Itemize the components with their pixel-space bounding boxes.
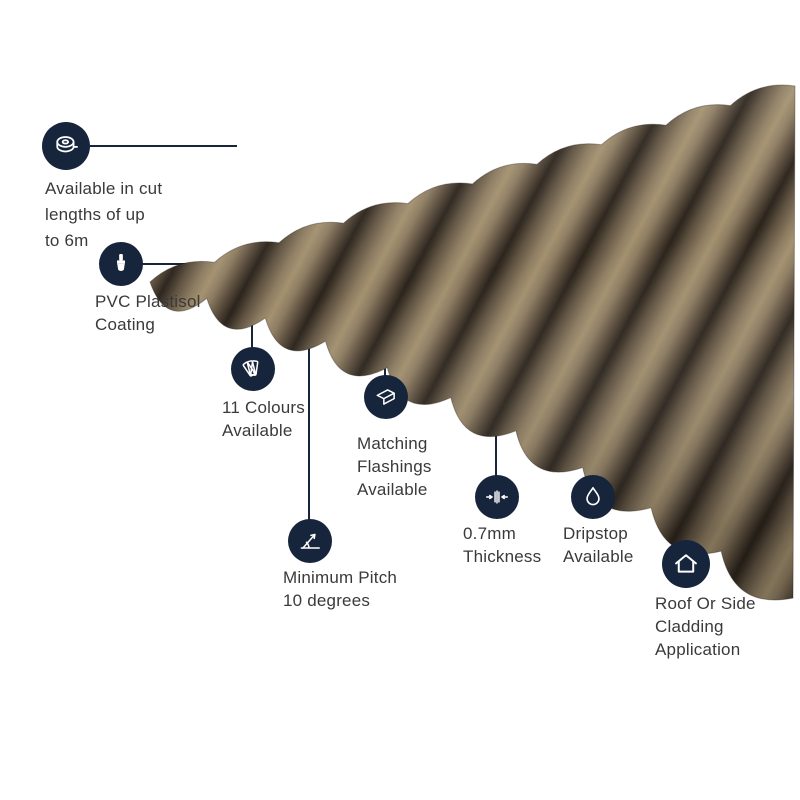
label-line: lengths of up — [45, 205, 145, 224]
label-line: Available — [563, 547, 634, 566]
cladding-callout-badge — [662, 540, 710, 588]
dripstop-label: Dripstop Available — [563, 522, 633, 568]
label-line: Matching — [357, 434, 428, 453]
label-line: 11 Colours — [222, 398, 305, 417]
label-line: Roof Or Side — [655, 594, 756, 613]
label-line: Thickness — [463, 547, 542, 566]
colours-callout-badge — [231, 347, 275, 391]
label-line: 0.7mm — [463, 524, 516, 543]
dripstop-callout-badge — [571, 475, 615, 519]
colour-swatches-icon — [242, 360, 259, 377]
cut-length-callout-badge — [42, 122, 90, 170]
label-line: Dripstop — [563, 524, 628, 543]
corrugated-sheet — [149, 84, 796, 601]
coating-callout-badge — [99, 242, 143, 286]
flashing-sheet-icon — [376, 389, 395, 405]
thickness-gauge-icon — [486, 490, 508, 504]
label-line: to 6m — [45, 231, 89, 250]
label-line: Available — [357, 480, 428, 499]
pitch-angle-icon — [300, 533, 320, 549]
paint-brush-icon — [116, 254, 126, 272]
colours-label: 11 Colours Available — [222, 396, 305, 442]
label-line: PVC Plastisol — [95, 292, 201, 311]
cut-length-label: Available in cut lengths of up to 6m — [45, 176, 162, 254]
house-icon — [675, 554, 697, 573]
cladding-label: Roof Or Side Cladding Application — [655, 592, 756, 661]
coating-label: PVC Plastisol Coating — [95, 290, 201, 336]
thickness-label: 0.7mm Thickness — [463, 522, 541, 568]
label-line: 10 degrees — [283, 591, 371, 610]
label-line: Coating — [95, 315, 155, 334]
label-line: Application — [655, 640, 741, 659]
flashings-label: Matching Flashings Available — [357, 432, 432, 501]
flashings-callout-badge — [364, 375, 408, 419]
tape-measure-icon — [56, 136, 78, 153]
thickness-callout-badge — [475, 475, 519, 519]
pitch-label: Minimum Pitch 10 degrees — [283, 566, 397, 612]
label-line: Flashings — [357, 457, 432, 476]
pitch-callout-badge — [288, 519, 332, 563]
label-line: Available — [222, 421, 293, 440]
label-line: Minimum Pitch — [283, 568, 398, 587]
label-line: Cladding — [655, 617, 724, 636]
water-drop-icon — [586, 486, 600, 506]
label-line: Available in cut — [45, 179, 163, 198]
